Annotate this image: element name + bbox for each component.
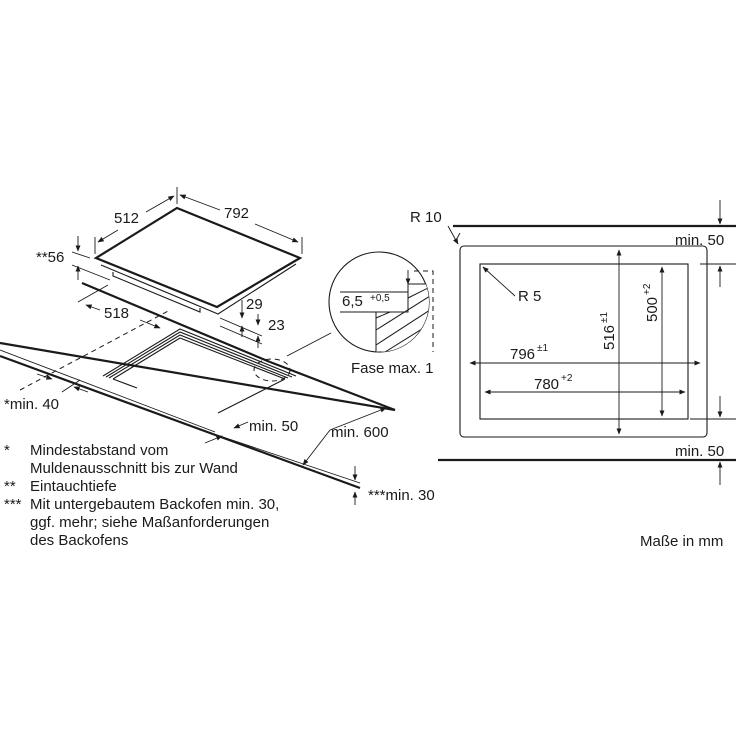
dim-780-tolerance: +2 — [561, 373, 573, 384]
dim-min-50-front: min. 50 — [249, 418, 298, 435]
dim-796-tolerance: ±1 — [537, 343, 548, 354]
dim-immersion-56: **56 — [36, 249, 64, 266]
chamfer-detail — [328, 251, 434, 353]
dim-780: 780 — [534, 376, 559, 393]
footnote-text: Mit untergebautem Backofen min. 30, ggf.… — [30, 496, 280, 549]
units-label: Maße in mm — [640, 533, 724, 550]
dim-796: 796 — [510, 346, 535, 363]
footnote-legend: * Mindestabstand vom Muldenausschnitt bi… — [4, 442, 279, 550]
footnote-1: * Mindestabstand vom Muldenausschnitt bi… — [4, 442, 279, 478]
dim-min-50-top: min. 50 — [675, 232, 724, 249]
dim-rebate-tolerance: +0,5 — [370, 293, 390, 304]
dim-29: 29 — [246, 296, 263, 313]
footnote-3: *** Mit untergebautem Backofen min. 30, … — [4, 496, 279, 550]
footnote-marker: ** — [4, 478, 16, 495]
dim-792: 792 — [224, 205, 249, 222]
dim-min-600: min. 600 — [331, 424, 389, 441]
dim-518: 518 — [104, 305, 129, 322]
chamfer-label: Fase max. 1 — [351, 360, 434, 377]
dim-rebate: 6,5 — [342, 293, 363, 310]
radius-r10: R 10 — [410, 209, 442, 226]
footnote-text: Eintauchtiefe — [30, 478, 117, 495]
footnote-marker: * — [4, 442, 10, 459]
dim-min-30: ***min. 30 — [368, 487, 435, 504]
dim-500-tolerance: +2 — [642, 283, 653, 295]
radius-r5: R 5 — [518, 288, 541, 305]
hob-isometric — [0, 187, 396, 505]
cutout-plan — [438, 200, 736, 485]
dim-23: 23 — [268, 317, 285, 334]
dim-min-40: *min. 40 — [4, 396, 59, 413]
dim-512: 512 — [114, 210, 139, 227]
footnote-text: Mindestabstand vom Muldenausschnitt bis … — [30, 442, 238, 477]
footnote-marker: *** — [4, 496, 22, 513]
dim-min-50-bottom: min. 50 — [675, 443, 724, 460]
footnote-2: ** Eintauchtiefe — [4, 478, 279, 496]
dim-500: 500 — [644, 297, 661, 322]
dim-516: 516 — [601, 325, 618, 350]
dim-516-tolerance: ±1 — [599, 312, 610, 323]
